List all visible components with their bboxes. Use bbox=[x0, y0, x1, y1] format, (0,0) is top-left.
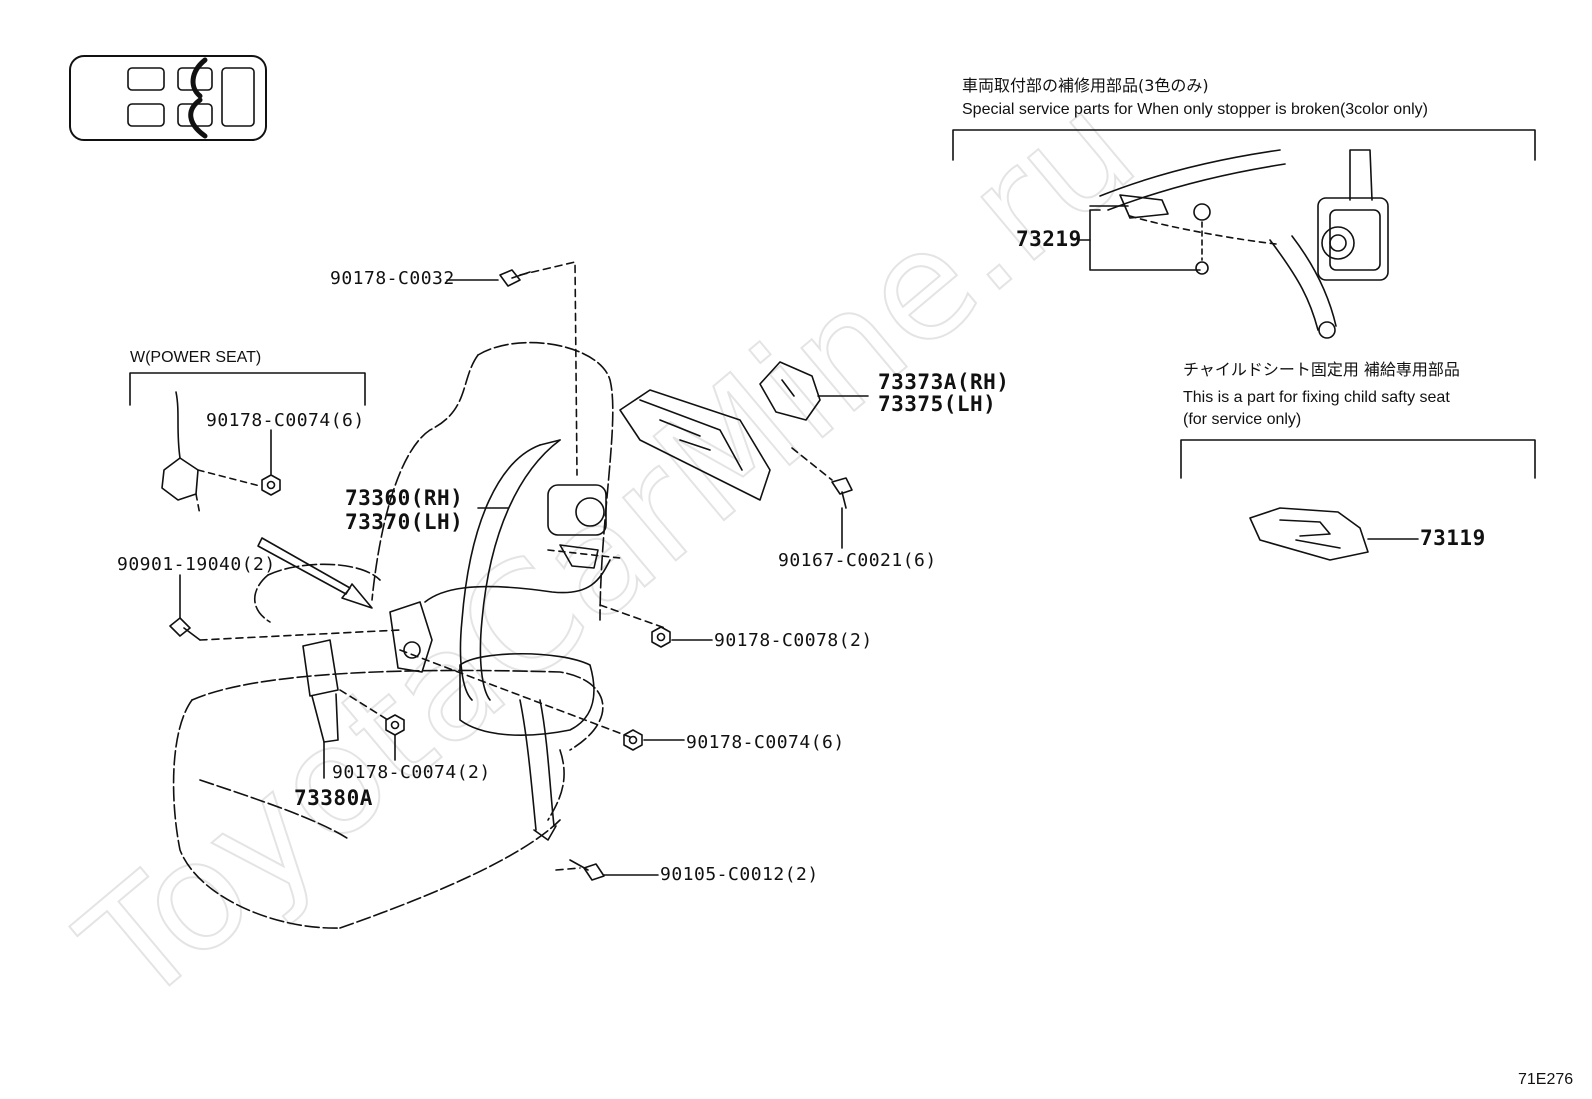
child-seat-note-en1: This is a part for fixing child safty se… bbox=[1183, 389, 1450, 406]
part-label-90178-C0074-6-upper[interactable]: 90178-C0074(6) bbox=[206, 410, 365, 431]
part-label-90178-C0074-2[interactable]: 90178-C0074(2) bbox=[332, 762, 491, 783]
part-label-90105-C0012[interactable]: 90105-C0012(2) bbox=[660, 864, 819, 885]
part-label-73370-lh[interactable]: 73370(LH) bbox=[345, 510, 464, 534]
child-seat-plate-icon bbox=[1249, 507, 1369, 561]
part-label-90178-C0032[interactable]: 90178-C0032 bbox=[330, 268, 455, 289]
stopper-note-jp: 車両取付部の補修用部品(3色のみ) bbox=[962, 76, 1209, 95]
part-label-73360-rh[interactable]: 73360(RH) bbox=[345, 486, 464, 510]
seat-belt-retractor-icon bbox=[1099, 149, 1389, 339]
bolt-icon bbox=[169, 269, 853, 881]
power-seat-note: W(POWER SEAT) bbox=[130, 349, 262, 366]
child-seat-note-en2: (for service only) bbox=[1183, 411, 1302, 428]
seat-position-icon bbox=[69, 55, 267, 141]
part-label-73119[interactable]: 73119 bbox=[1420, 526, 1486, 550]
part-label-90901-19040[interactable]: 90901-19040(2) bbox=[117, 554, 276, 575]
part-label-73375-lh[interactable]: 73375(LH) bbox=[878, 392, 997, 416]
part-label-90167-C0021[interactable]: 90167-C0021(6) bbox=[778, 550, 937, 571]
child-seat-note-jp: チャイルドシート固定用 補給専用部品 bbox=[1183, 360, 1460, 379]
part-label-90178-C0078[interactable]: 90178-C0078(2) bbox=[714, 630, 873, 651]
stopper-note-en: Special service parts for When only stop… bbox=[962, 101, 1428, 118]
part-label-73373A-rh[interactable]: 73373A(RH) bbox=[878, 370, 1010, 394]
nut-icon bbox=[261, 474, 671, 751]
diagram-code: 71E276 bbox=[1518, 1071, 1574, 1088]
part-label-73219[interactable]: 73219 bbox=[1016, 227, 1082, 251]
seat-outline bbox=[172, 341, 614, 929]
part-label-73380A[interactable]: 73380A bbox=[294, 786, 373, 810]
part-label-90178-C0074-6-lower[interactable]: 90178-C0074(6) bbox=[686, 732, 845, 753]
